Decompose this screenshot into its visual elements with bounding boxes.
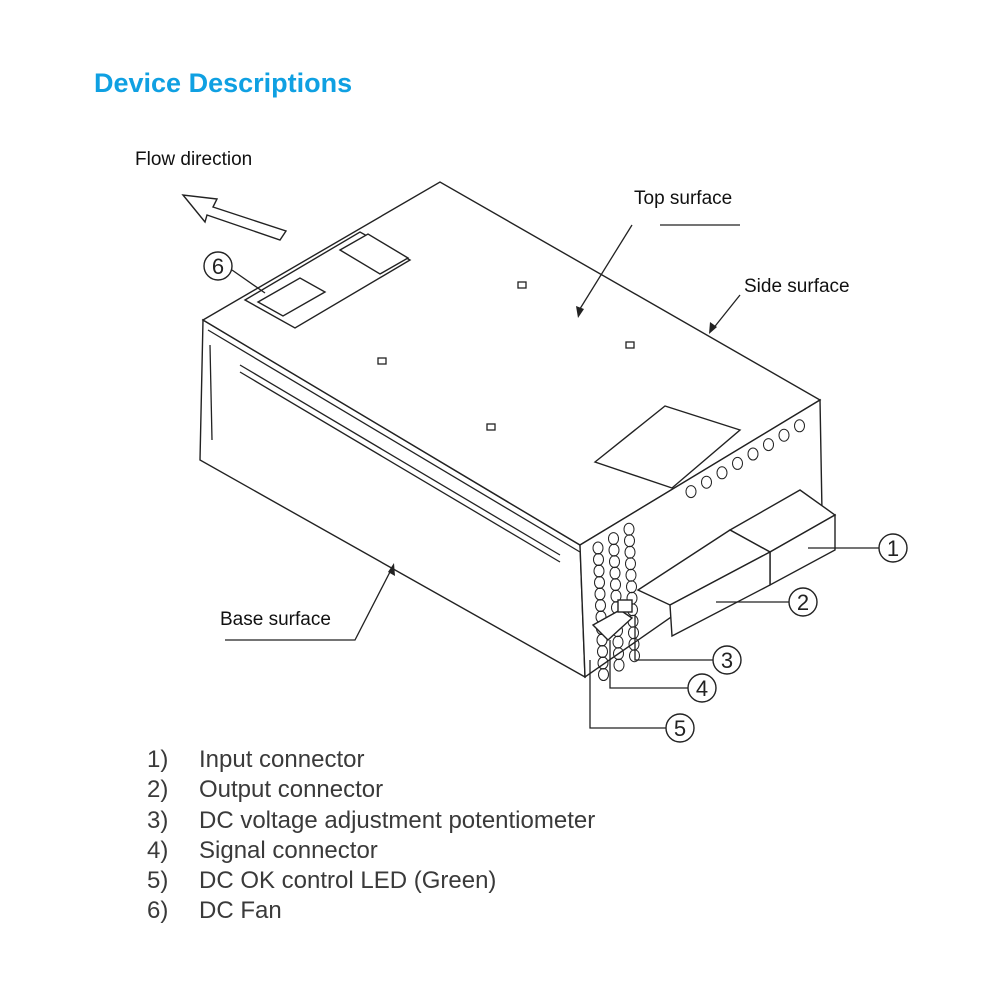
flow-direction-label: Flow direction [135,149,252,170]
leader-lines [225,224,879,729]
label-window [593,405,742,489]
side-rail [239,371,561,563]
callout-1: 1 [878,533,908,563]
list-item: 6) DC Fan [147,896,595,926]
svg-text:6: 6 [212,254,224,279]
svg-text:4: 4 [696,676,708,701]
side-rail [239,364,561,556]
callout-3: 3 [712,645,742,675]
page-title: Device Descriptions [94,68,353,98]
item-text: Signal connector [199,836,378,864]
vent-hole [763,438,774,452]
callout-2: 2 [788,587,818,617]
fan-opening [243,231,412,329]
arrowhead [576,306,584,318]
svg-text:2: 2 [797,590,809,615]
callout-4: 4 [687,673,717,703]
vent-hole [747,447,759,461]
output-connector [636,529,772,638]
svg-text:5: 5 [674,716,686,741]
list-item: 3) DC voltage adjustment potentiometer [147,806,595,836]
arrowhead [709,322,717,334]
base-surface-label: Base surface [220,609,331,630]
side-edge [209,344,213,441]
side-surface-label: Side surface [744,276,850,297]
list-item: 1) Input connector [147,745,595,775]
callout-6: 6 [203,251,233,281]
list-item: 4) Signal connector [147,836,595,866]
component-list: 1) Input connector 2) Output connector 3) D… [147,745,595,927]
callout-5: 5 [665,713,695,743]
vent-hole [732,456,743,470]
item-number: 6) [147,897,169,925]
top-edge-line [207,329,581,553]
list-item: 5) DC OK control LED (Green) [147,866,595,896]
vent-hole [794,419,805,433]
arrowhead [388,563,395,576]
vent-hole [778,428,790,442]
item-text: Input connector [199,746,365,773]
vent-hole [701,475,712,489]
top-surface-label: Top surface [634,188,732,209]
item-text: DC OK control LED (Green) [199,867,497,895]
item-number: 4) [147,836,169,864]
item-number: 2) [147,776,169,804]
item-number: 1) [147,746,169,773]
svg-text:3: 3 [721,648,733,673]
svg-text:1: 1 [887,536,899,561]
vent-hole [598,668,609,681]
item-text: Output connector [199,776,384,804]
item-number: 3) [147,806,169,834]
signal-connector [591,599,634,641]
flow-direction-arrow [181,194,288,241]
item-text: DC Fan [199,897,282,925]
item-text: DC voltage adjustment potentiometer [199,806,596,834]
top-slots [377,281,635,431]
vent-hole [685,485,697,499]
item-number: 5) [147,867,169,895]
list-item: 2) Output connector [147,775,595,805]
vent-hole [613,658,625,672]
vent-hole [716,466,728,480]
